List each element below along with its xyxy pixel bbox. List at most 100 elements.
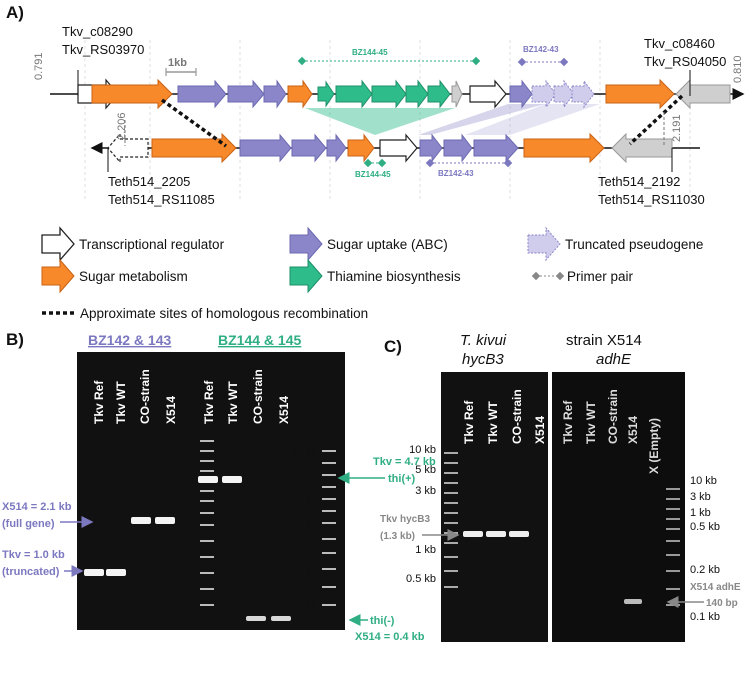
gel-c-ladder-right-label-1: 10 kb	[690, 475, 717, 487]
gel-b-band-co-2kb	[131, 517, 151, 524]
gel-b-band-tkvwt-1kb	[106, 569, 126, 576]
panel-b-label: B)	[6, 330, 24, 349]
gel-c-band-tkvref	[463, 531, 483, 537]
legend: Transcriptional regulator Sugar metaboli…	[41, 226, 703, 321]
gel-c-lane-right-1: Tkv Ref	[561, 400, 575, 444]
legend-thiamine-text: Thiamine biosynthesis	[327, 269, 461, 284]
gel-c-lane-left-4: X514	[533, 416, 547, 444]
gel-c-ladder-left-label-2: 5 kb	[415, 464, 436, 476]
legend-sugar-uptake-icon	[289, 226, 323, 262]
top-left-locus-2: Tkv_RS03970	[62, 42, 144, 57]
top-truncated-gene-3	[571, 79, 595, 109]
bottom-uptake-gene-3	[326, 133, 347, 163]
gel-b-ladder-labels: 10 kb 5 kb 3 kb 2 kb 1.5 kb 1 kb 0.5 kb	[288, 446, 318, 612]
gel-c-ladder-right-label-2: 3 kb	[690, 491, 711, 503]
gel-b-lane-right-1: Tkv Ref	[202, 380, 216, 424]
top-uptake-gene-4	[509, 79, 533, 109]
top-right-locus-2: Tkv_RS04050	[644, 54, 726, 69]
gel-b-band-x514-04kb	[271, 616, 291, 621]
bottom-gene-row	[107, 132, 673, 164]
gel-c-ladder-left-label-3: 3 kb	[415, 485, 436, 497]
gel-b-lane-left-2: Tkv WT	[114, 381, 128, 424]
scale-bar-label: 1kb	[168, 57, 187, 69]
gel-c-lane-left-3: CO-strain	[510, 389, 524, 444]
gel-c-ladder-left	[444, 452, 458, 588]
map-guides	[84, 40, 691, 200]
gel-b-band-x514-2kb	[155, 517, 175, 524]
primer-bottom-green: BZ144-45	[355, 158, 391, 179]
gel-c-band-x514-adhe	[624, 599, 642, 604]
bottom-right-locus-2: Teth514_RS11030	[598, 192, 705, 207]
thiamine-homology-region	[305, 108, 455, 135]
anno-x514-line1: X514 = 2.1 kb	[2, 501, 72, 513]
uptake-homology-region-1	[418, 104, 545, 135]
gel-c-band-tkvwt	[486, 531, 506, 537]
bottom-left-locus-2: Teth514_RS11085	[108, 192, 215, 207]
anno-x514-line2: (full gene)	[2, 518, 55, 530]
bottom-gray-gene	[611, 132, 673, 164]
gel-c-ladder-labels-left: 10 kb 5 kb 3 kb 1 kb 0.5 kb	[406, 444, 436, 585]
gel-c-header-left-1: T. kivui	[460, 332, 507, 349]
top-gene-row	[77, 78, 731, 110]
recombination-site-right	[628, 94, 684, 146]
gel-c-lane-left-1: Tkv Ref	[462, 400, 476, 444]
gel-b-lane-left-1: Tkv Ref	[92, 380, 106, 424]
top-uptake-gene-3	[263, 79, 287, 109]
gel-b-lane-right-3: CO-strain	[251, 369, 265, 424]
gel-b-ladder-label-6: 1 kb	[297, 565, 318, 577]
gel-b-ladder-label-3: 3 kb	[297, 493, 318, 505]
bottom-uptake-gene-6	[473, 133, 519, 163]
gel-c-lane-right-3: CO-strain	[606, 389, 620, 444]
gel-c-ladder-labels-right: 10 kb 3 kb 1 kb 0.5 kb 0.2 kb 0.1 kb	[690, 475, 720, 623]
anno-140bp-label: 140 bp	[706, 598, 738, 609]
legend-truncated-text: Truncated pseudogene	[565, 237, 703, 252]
gel-c-band-co	[509, 531, 529, 537]
anno-thi-minus-line2: X514 = 0.4 kb	[355, 631, 425, 643]
bottom-right-locus-1: Teth514_2192	[598, 174, 680, 189]
gel-b-lane-left-4: X514	[164, 396, 178, 424]
bottom-uptake-gene-1	[239, 133, 292, 163]
legend-recombination-text: Approximate sites of homologous recombin…	[80, 306, 368, 321]
anno-thi-minus-line1: thi(-)	[370, 615, 395, 627]
gel-c-lane-left-2: Tkv WT	[486, 401, 500, 444]
gel-c-lane-right-2: Tkv WT	[584, 401, 598, 444]
top-thiamine-gene-1	[317, 80, 335, 108]
primer-top-green: BZ144-45	[297, 48, 481, 66]
gel-b-ladder-label-2: 5 kb	[297, 467, 318, 479]
gel-b-ladder-label-7: 0.5 kb	[288, 600, 318, 612]
bottom-left-locus-1: Teth514_2205	[108, 174, 190, 189]
gel-b-band-tkvwt-47kb	[222, 476, 242, 483]
gel-c-right-image	[552, 372, 685, 642]
primer-bottom-green-label: BZ144-45	[355, 170, 391, 179]
top-right-locus-1: Tkv_c08460	[644, 36, 715, 51]
coord-top-left: 0.791	[33, 52, 45, 80]
gel-b-band-tkvref-47kb	[198, 476, 218, 483]
bottom-sugar-metabolism-gene-3	[523, 132, 605, 164]
gel-b-header-right: BZ144 & 145	[218, 332, 301, 348]
gel-b-ladder-1	[200, 440, 214, 606]
anno-thi-plus-line2: thi(+)	[388, 473, 416, 485]
primer-top-purple-label: BZ142-43	[523, 45, 559, 54]
legend-truncated-icon	[527, 226, 561, 262]
gel-c-ladder-right-label-3: 1 kb	[690, 507, 711, 519]
recombination-site-left	[160, 98, 228, 148]
gel-c-lane-right-4: X514	[626, 416, 640, 444]
anno-hycb3-line2: (1.3 kb)	[380, 531, 415, 542]
legend-primer-icon-right	[555, 271, 565, 281]
anno-hycb3-line1: Tkv hycB3	[380, 514, 430, 525]
gel-c-ladder-left-label-5: 0.5 kb	[406, 573, 436, 585]
bottom-sugar-metabolism-gene	[151, 132, 237, 164]
gel-c-header-left-2: hycB3	[462, 351, 504, 368]
coord-bottom-right: 2.191	[671, 114, 683, 142]
bottom-regulator-gene	[107, 132, 149, 164]
legend-sugar-metabolism-icon	[41, 258, 75, 294]
gel-b-ladder-label-4: 2 kb	[297, 517, 318, 529]
gel-b-ladder-label-1: 10 kb	[291, 446, 318, 458]
top-thiamine-gene-4	[405, 79, 429, 109]
coord-bottom-left: 2.206	[116, 112, 128, 140]
gel-c-header-right-1: strain X514	[566, 332, 642, 349]
panel-a-label: A)	[6, 3, 24, 22]
top-truncated-gene-1	[531, 79, 557, 109]
